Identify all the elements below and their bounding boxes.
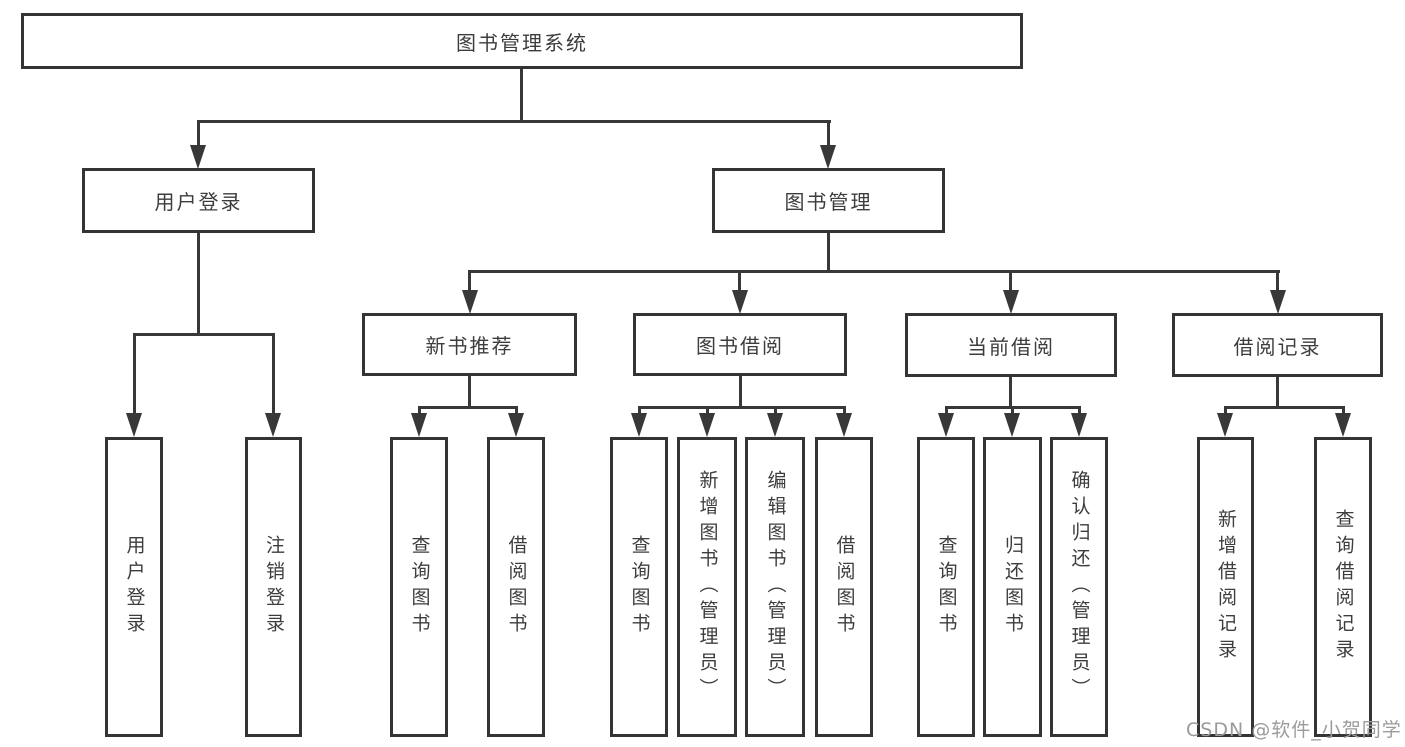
node-current-borrow: 当前借阅 — [905, 313, 1117, 377]
arrow-down-icon — [126, 413, 142, 437]
leaf-records-query: 查询借阅记录 — [1314, 437, 1372, 737]
arrow-down-icon — [411, 413, 427, 437]
leaf-current-confirm-admin: 确认归还（管理员） — [1050, 437, 1108, 737]
connector-current-borrow-stem — [1009, 377, 1012, 408]
connector-leaf-stem — [1224, 406, 1227, 415]
connector-book-mgmt-stem — [827, 233, 830, 272]
leaf-borrow-add-admin: 新增图书（管理员） — [677, 437, 737, 737]
arrow-down-icon — [1335, 413, 1351, 437]
arrow-down-icon — [631, 413, 647, 437]
connector-leaf-stem — [774, 406, 777, 415]
connector-to-current-borrow — [1009, 270, 1012, 293]
arrow-down-icon — [462, 290, 478, 314]
arrow-down-icon — [699, 413, 715, 437]
leaf-borrow-borrow: 借阅图书 — [815, 437, 873, 737]
arrow-down-icon — [1071, 413, 1087, 437]
node-new-books: 新书推荐 — [362, 313, 577, 376]
connector-root-hline — [197, 120, 831, 123]
connector-user-login-stem — [197, 233, 200, 335]
connector-leaf-stem — [1342, 406, 1345, 415]
connector-to-new-books — [468, 270, 471, 293]
connector-book-borrow-hline — [638, 406, 846, 409]
connector-new-books-hline — [418, 406, 518, 409]
connector-to-book-mgmt — [827, 120, 830, 148]
arrow-down-icon — [820, 145, 836, 169]
connector-book-borrow-stem — [739, 376, 742, 408]
connector-to-logout-leaf — [272, 333, 275, 415]
arrow-down-icon — [767, 413, 783, 437]
arrow-down-icon — [508, 413, 524, 437]
connector-new-books-stem — [468, 376, 471, 408]
arrow-down-icon — [836, 413, 852, 437]
connector-root-stem — [520, 69, 523, 123]
connector-to-book-borrow — [738, 270, 741, 293]
arrow-down-icon — [1003, 290, 1019, 314]
arrow-down-icon — [190, 145, 206, 169]
connector-to-user-login — [197, 120, 200, 148]
leaf-newbooks-query: 查询图书 — [390, 437, 448, 737]
leaf-borrow-query: 查询图书 — [610, 437, 668, 737]
arrow-down-icon — [1270, 290, 1286, 314]
arrow-down-icon — [1004, 413, 1020, 437]
connector-user-login-hline — [133, 333, 275, 336]
connector-leaf-stem — [843, 406, 846, 415]
connector-to-login-leaf — [133, 333, 136, 415]
leaf-logout: 注销登录 — [245, 437, 302, 737]
leaf-user-login: 用户登录 — [105, 437, 163, 737]
connector-book-mgmt-hline — [469, 270, 1280, 273]
leaf-records-add: 新增借阅记录 — [1197, 437, 1254, 737]
csdn-watermark: CSDN @软件_小贺同学 — [1186, 719, 1402, 741]
arrow-down-icon — [1217, 413, 1233, 437]
arrow-down-icon — [265, 413, 281, 437]
node-root: 图书管理系统 — [21, 13, 1023, 69]
arrow-down-icon — [732, 290, 748, 314]
leaf-newbooks-borrow: 借阅图书 — [487, 437, 545, 737]
connector-leaf-stem — [638, 406, 641, 415]
connector-leaf-stem — [1078, 406, 1081, 415]
connector-borrow-records-stem — [1276, 377, 1279, 408]
connector-leaf-stem — [1011, 406, 1014, 415]
connector-borrow-records-hline — [1224, 406, 1345, 409]
connector-leaf-stem — [706, 406, 709, 415]
node-book-mgmt: 图书管理 — [712, 168, 945, 233]
connector-to-borrow-records — [1276, 270, 1279, 293]
leaf-borrow-edit-admin: 编辑图书（管理员） — [745, 437, 805, 737]
node-borrow-records: 借阅记录 — [1172, 313, 1383, 377]
node-user-login: 用户登录 — [82, 168, 315, 233]
connector-leaf-stem — [945, 406, 948, 415]
connector-leaf-stem — [418, 406, 421, 415]
arrow-down-icon — [938, 413, 954, 437]
node-book-borrow: 图书借阅 — [633, 313, 847, 376]
leaf-current-return: 归还图书 — [983, 437, 1042, 737]
leaf-current-query: 查询图书 — [917, 437, 975, 737]
connector-leaf-stem — [515, 406, 518, 415]
